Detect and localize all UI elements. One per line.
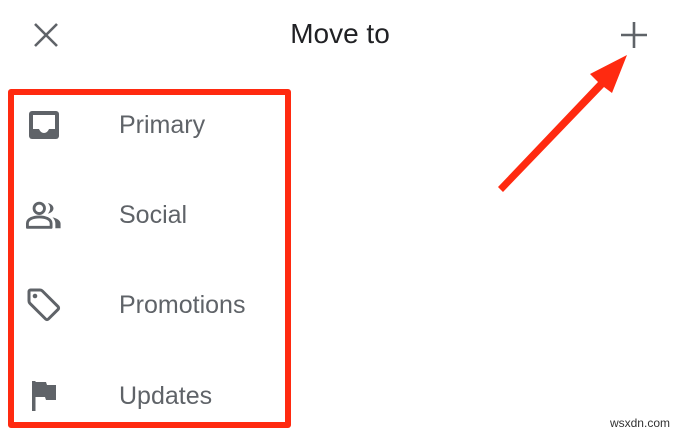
dialog-title: Move to [290, 18, 390, 49]
watermark: wsxdn.com [609, 416, 670, 430]
close-button[interactable] [26, 15, 66, 55]
category-label: Updates [119, 382, 213, 410]
category-label: Social [119, 201, 188, 229]
category-item-updates[interactable]: Updates [12, 351, 282, 441]
dialog-header: Move to [0, 0, 680, 70]
people-icon [26, 197, 62, 233]
category-item-promotions[interactable]: Promotions [12, 260, 282, 350]
category-item-social[interactable]: Social [12, 170, 282, 260]
inbox-icon [26, 107, 62, 143]
close-icon [34, 23, 58, 47]
category-item-primary[interactable]: Primary [12, 80, 282, 170]
flag-icon [26, 378, 62, 414]
add-label-button[interactable] [613, 14, 655, 56]
tag-icon [26, 287, 62, 323]
category-label: Primary [119, 111, 206, 139]
category-label: Promotions [119, 291, 246, 319]
plus-icon [621, 22, 647, 48]
